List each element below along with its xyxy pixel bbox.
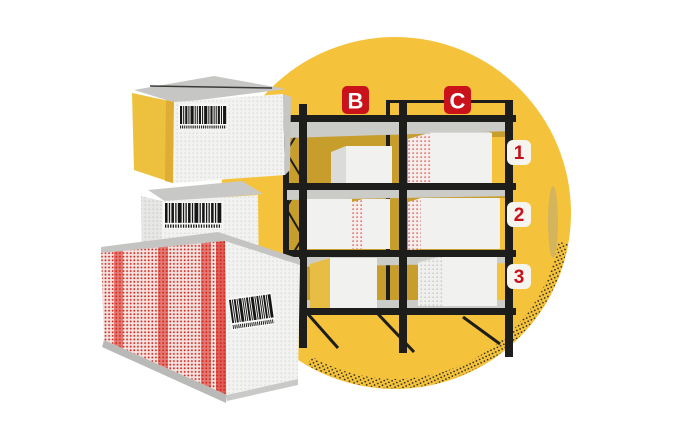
level-badge-3-text: 3 [514, 267, 525, 288]
level-badge-2: 2 [507, 202, 531, 227]
shelf-box-c3 [418, 255, 497, 306]
barcode-icon [227, 292, 277, 331]
stacked-box-bottom [101, 232, 300, 403]
halftone-dots-icon [307, 241, 568, 389]
rack-bottom-braces [305, 312, 501, 354]
rack-post-middle [399, 100, 407, 353]
shelf-box-b1 [331, 146, 392, 190]
shelf-box-b3 [310, 256, 378, 312]
edge-smudge [548, 186, 558, 258]
rack-front-frame [283, 100, 516, 357]
shelf-box-c2 [408, 198, 500, 250]
barcode-icon [178, 104, 228, 130]
level-badge-1: 1 [507, 140, 531, 165]
barcode-icon [163, 201, 224, 229]
rack-post-left [299, 104, 307, 348]
section-label-c: C [444, 86, 471, 114]
rack-post-right [505, 100, 513, 357]
section-label-b: B [342, 86, 369, 114]
shelf-box-b2-left [307, 199, 352, 249]
rack-rear-post-left [283, 110, 289, 330]
section-label-c-text: C [450, 89, 466, 114]
level-badge-1-text: 1 [514, 143, 525, 164]
level-badge-3: 3 [507, 264, 531, 289]
shelf-box-c1 [408, 132, 492, 186]
level-badge-2-text: 2 [514, 205, 525, 226]
section-label-b-text: B [348, 89, 364, 114]
shelf-box-b2-right [352, 199, 390, 249]
stacked-box-top [132, 76, 291, 183]
